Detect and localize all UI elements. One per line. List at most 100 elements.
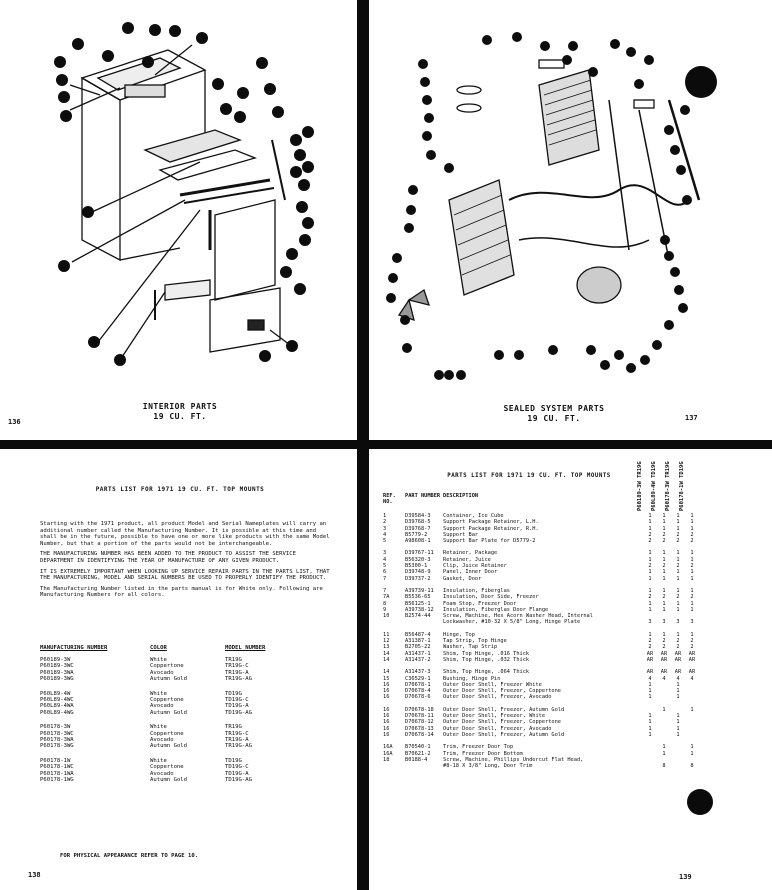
color-cell: Autumn Gold [150, 777, 188, 784]
qty-cell: 1 [662, 600, 666, 607]
ref-no-cell: 16 [383, 725, 390, 732]
model-number-cell: TD19G-AG [225, 709, 252, 716]
description-cell: Container, Ice Cube [443, 513, 504, 519]
qty-cell: 1 [690, 600, 694, 607]
part-number-cell: D39767-11 [405, 550, 434, 557]
qty-cell: 1 [648, 556, 652, 563]
parts-list-intro-page: PARTS LIST FOR 1971 19 CU. FT. TOP MOUNT… [0, 449, 357, 890]
qty-cell: 2 [648, 531, 652, 538]
description-cell: Support Bar Plate for D5779-2 [443, 538, 536, 545]
qty-cell: 1 [676, 694, 680, 701]
description-cell: Outer Door Shell, Freezer, Autumn Gold [443, 731, 565, 738]
qty-cell: 1 [676, 725, 680, 732]
description-cell: Lockwasher, #10-32 X 5/8" Long, Hinge Pl… [443, 619, 581, 626]
part-number-cell [405, 763, 443, 769]
model-number-cell: TD19G [225, 690, 242, 697]
qty-cell: 1 [648, 688, 652, 695]
description-cell: Panel, Inner Door [443, 569, 498, 576]
qty-cell: 1 [676, 550, 680, 557]
qty-cell: 2 [648, 594, 652, 601]
qty-cell: 1 [690, 513, 694, 519]
part-number-cell: D39768-7 [405, 525, 431, 532]
qty-cell: 1 [662, 706, 666, 713]
sealed-caption-line2: 19 CU. FT. [527, 414, 581, 423]
part-number-cell: B0188-4 [405, 756, 428, 763]
ref-no-cell [383, 619, 405, 625]
mfg-number-cell: P60178-3WA [40, 737, 74, 744]
description-cell: Tap Strip, Top Hinge [443, 638, 507, 645]
description-cell: Outer Door Shell, Freezer, Coppertone [443, 688, 561, 695]
qty-cell: 1 [676, 631, 680, 638]
qty-cell: 1 [648, 569, 652, 576]
ref-no-cell: 2 [383, 519, 387, 526]
description-cell: Gasket, Door [443, 575, 482, 582]
ref-no-cell: 3 [383, 550, 387, 557]
qty-cell: 2 [648, 638, 652, 645]
qty-cell: 2 [690, 531, 694, 538]
description-cell: Screw, Machine, Phillips Undercut Flat H… [443, 756, 584, 763]
part-number-cell: A31437-2 [405, 656, 431, 663]
qty-cell: 4 [690, 675, 694, 682]
qty-cell: 3 [690, 619, 694, 626]
qty-cell: 3 [648, 619, 652, 626]
color-cell: Autumn Gold [150, 743, 188, 750]
qty-cell: 3 [662, 619, 666, 626]
qty-cell: 2 [676, 594, 680, 601]
qty-cell: 1 [690, 750, 694, 757]
center-fold-horizontal [0, 440, 772, 449]
model-number-cell: TD19G-A [225, 703, 249, 710]
qty-cell: 1 [648, 631, 652, 638]
intro-text: Starting with the 1971 product, all prod… [40, 521, 330, 603]
qty-cell: 1 [690, 575, 694, 582]
description-cell: Shim, Top Hinge, .032 Thick [443, 656, 530, 663]
part-number-cell: D70678-4 [405, 688, 431, 695]
qty-cell: 2 [676, 563, 680, 570]
part-number-cell: A98608-1 [405, 538, 431, 545]
description-cell: Insulation, Fiberglas Door Flange [443, 606, 549, 613]
qty-cell: AR [674, 669, 682, 676]
qty-cell: 4 [648, 675, 652, 682]
color-cell: Autumn Gold [150, 709, 188, 716]
qty-cell: AR [688, 656, 696, 663]
qty-cell: 1 [676, 606, 680, 613]
ref-no-cell: 7 [383, 587, 387, 594]
qty-cell: 1 [662, 519, 666, 526]
part-number-cell: B5536-65 [405, 594, 431, 601]
qty-cell: 1 [676, 713, 680, 720]
description-cell: #8-18 X 3/8" Long, Door Trim [443, 763, 533, 770]
color-cell: White [150, 690, 167, 697]
qty-cell [657, 732, 671, 738]
ref-no-cell: 12 [383, 638, 390, 645]
description-cell: Outer Door Shell, Freezer, Avocado [443, 725, 552, 732]
ref-no-cell: 3 [383, 525, 387, 532]
description-cell: Trim, Freezer Door Bottom [443, 750, 523, 757]
ref-no-cell: 4 [383, 556, 387, 563]
qty-cell: 1 [662, 750, 666, 757]
mfg-number-cell: P60178-3WC [40, 730, 74, 737]
qty-cell: 1 [690, 550, 694, 557]
ref-no-cell: 16 [383, 719, 390, 726]
ref-no-cell: 8 [383, 600, 387, 607]
sealed-caption-line1: SEALED SYSTEM PARTS [503, 404, 605, 413]
qty-cell: 1 [676, 556, 680, 563]
qty-cell: 1 [676, 587, 680, 594]
description-cell: Support Package Retainer, R.H. [443, 525, 539, 532]
